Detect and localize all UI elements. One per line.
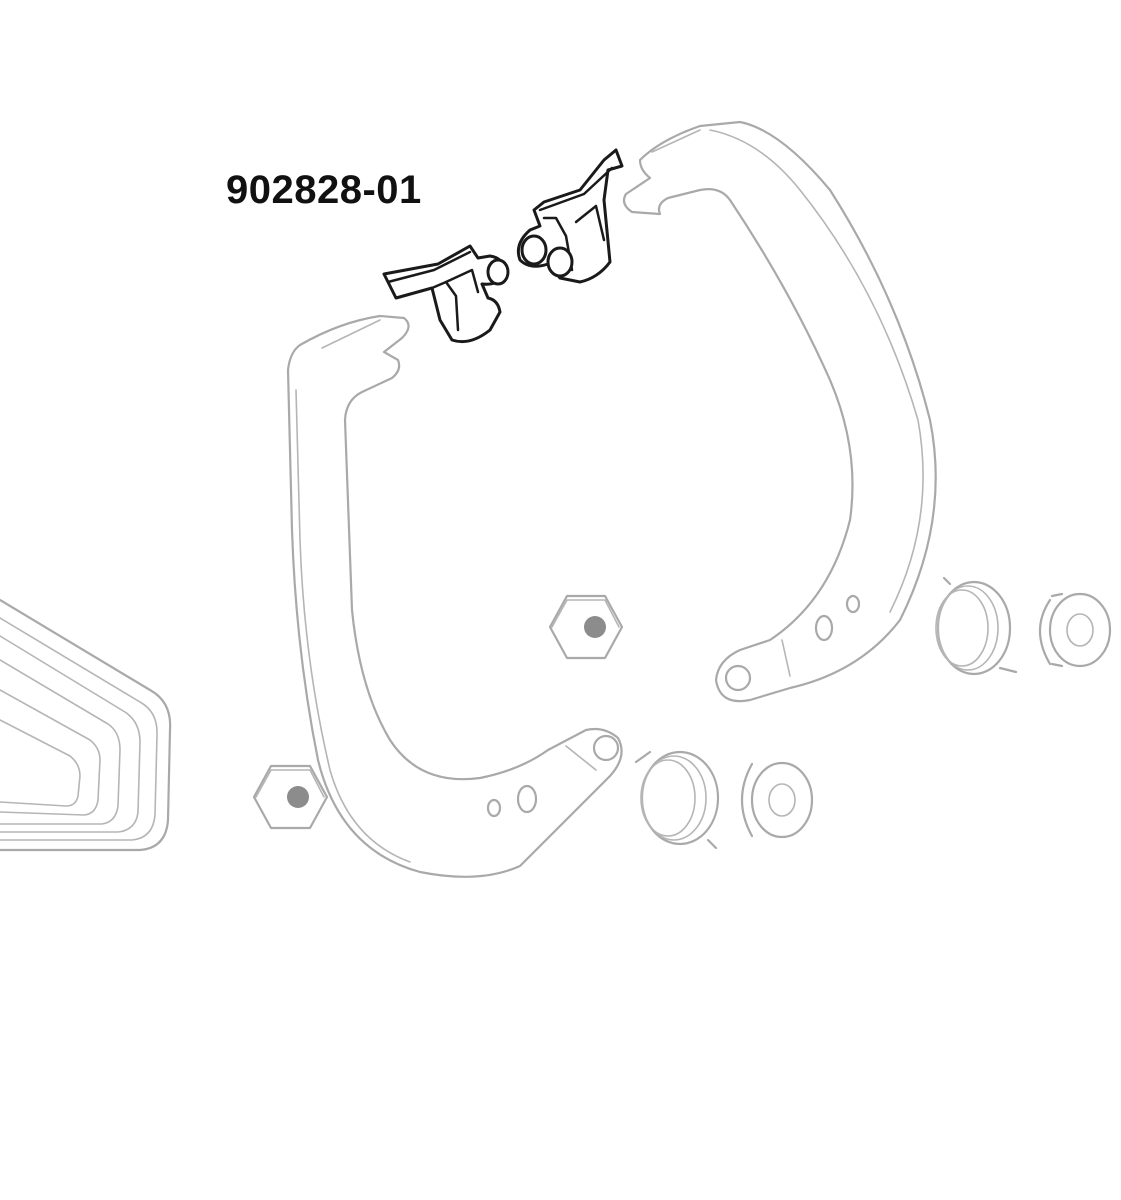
side-housing <box>0 598 172 852</box>
torsion-spring-upper <box>935 576 1018 676</box>
right-pivot-arm <box>622 120 937 703</box>
hex-nut-upper <box>548 594 624 660</box>
bushing-upper <box>1039 592 1112 668</box>
hex-nut-lower <box>252 764 329 830</box>
bushing-lower <box>741 761 814 839</box>
left-pivot-arm <box>286 314 623 878</box>
clip-bracket-left <box>382 244 510 344</box>
torsion-spring-lower <box>634 750 720 850</box>
part-number-label: 902828-01 <box>226 168 422 212</box>
clip-bracket-right <box>516 148 624 284</box>
